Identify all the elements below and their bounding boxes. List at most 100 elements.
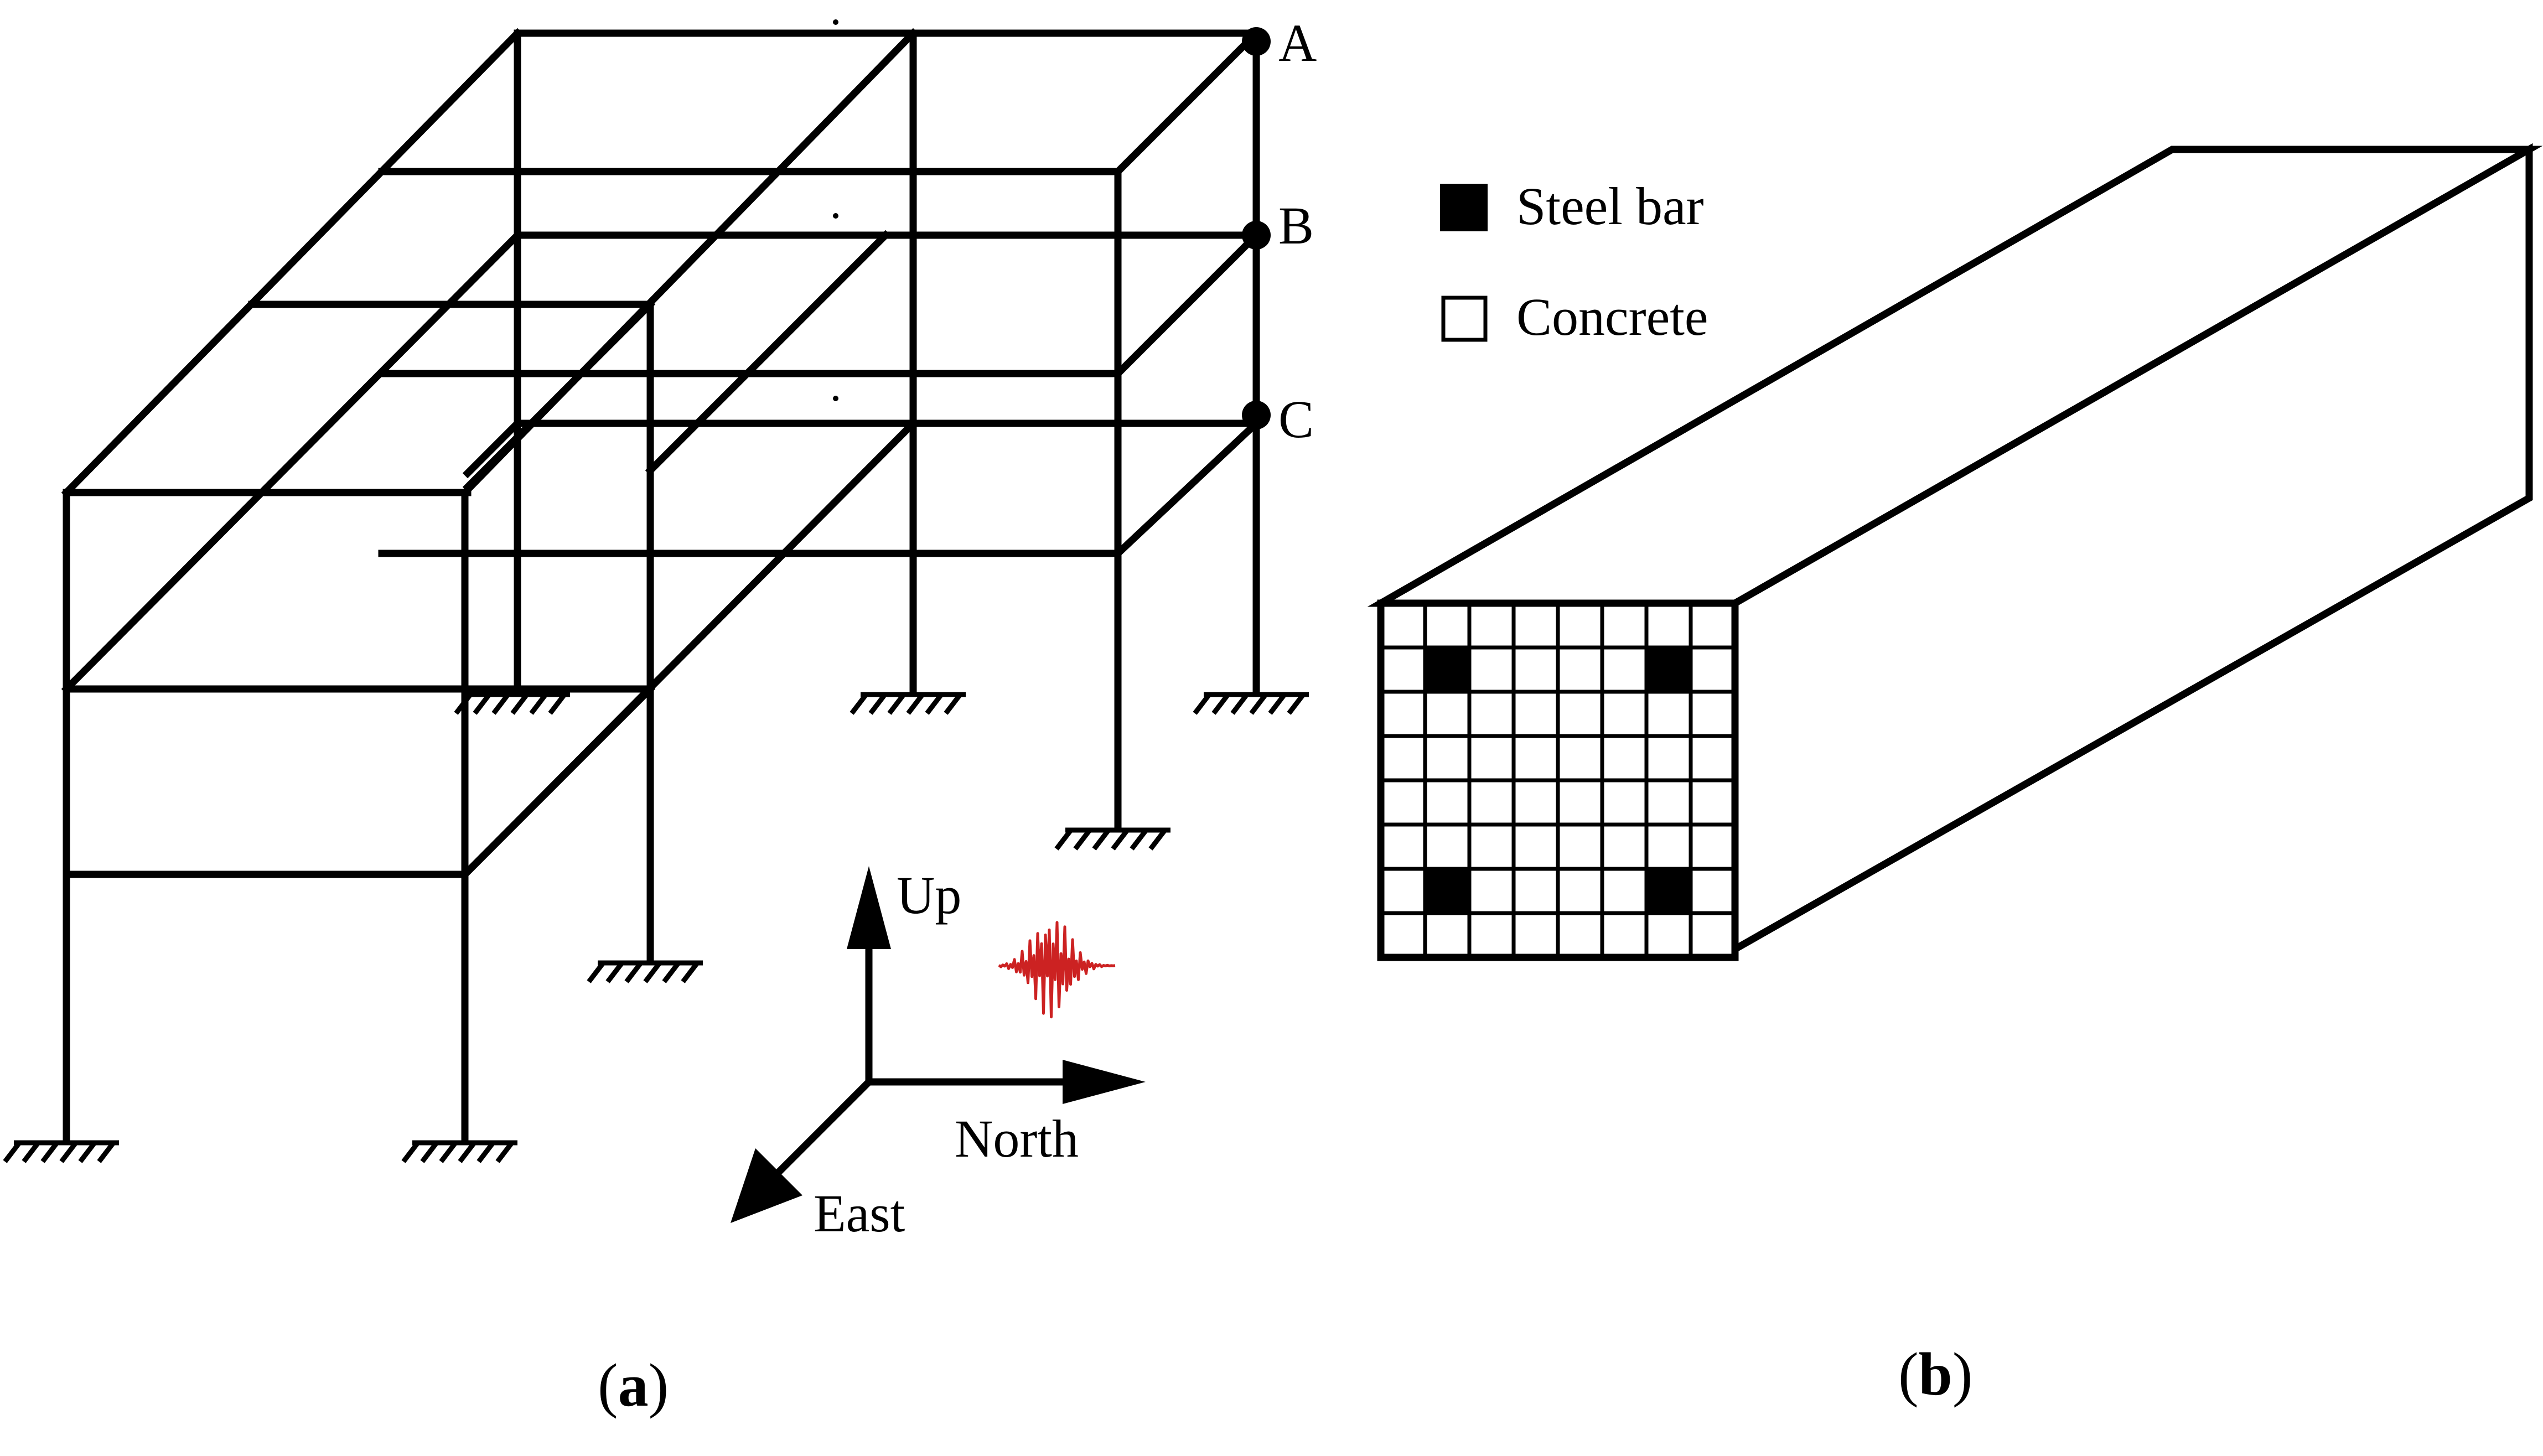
steel-fiber-cell [1423, 645, 1472, 694]
concrete-fiber-cell [1423, 734, 1472, 783]
concrete-fiber-cell [1600, 734, 1649, 783]
concrete-fiber-cell [1556, 690, 1604, 738]
support-hatch [454, 693, 473, 715]
support-hatch [624, 961, 643, 983]
fixed-support-symbol [850, 692, 966, 715]
support-hatch [97, 1141, 116, 1163]
concrete-fiber-cell [1511, 601, 1560, 650]
level-b-diagonal [645, 230, 891, 476]
caption-b: (b) [1898, 1340, 1972, 1408]
coordinate-axes [731, 866, 1146, 1223]
concrete-fiber-cell [1423, 822, 1472, 871]
support-hatch [477, 1141, 495, 1163]
concrete-fiber-cell [1689, 734, 1737, 783]
concrete-fiber-cell [1467, 601, 1516, 650]
support-hatch [1130, 828, 1148, 851]
concrete-fiber-cell [1600, 911, 1649, 960]
cross-section-border [1377, 599, 1739, 961]
concrete-fiber-cell [1467, 911, 1516, 960]
support-hatch [491, 693, 510, 715]
level-c-diagonal [459, 418, 919, 880]
reference-dot [833, 213, 838, 219]
support-hatch [1287, 693, 1306, 715]
fixed-support-symbol [1054, 827, 1170, 851]
caption-a-letter: a [618, 1351, 649, 1419]
point-c-label: C [1278, 390, 1314, 449]
reference-dot [833, 19, 838, 25]
east-axis-line [766, 1079, 872, 1184]
concrete-fiber-cell [1556, 867, 1604, 915]
concrete-fiber-cell [1379, 734, 1427, 783]
concrete-fiber-cell [1600, 645, 1649, 694]
concrete-fiber-cell [1379, 778, 1427, 827]
concrete-fiber-cell [1556, 645, 1604, 694]
reference-dot [833, 396, 838, 401]
roof-left-edge [61, 28, 523, 498]
fixed-support-symbol [401, 1140, 517, 1163]
support-hatch [3, 1141, 22, 1163]
concrete-fiber-cell [1556, 822, 1604, 871]
legend-steel-bar-label: Steel bar [1516, 177, 1704, 236]
fixed-supports [3, 692, 1309, 1163]
concrete-swatch [1441, 296, 1488, 342]
east-axis-label: East [814, 1184, 905, 1243]
concrete-fiber-cell [1689, 645, 1737, 694]
caption-a: (a) [598, 1351, 669, 1419]
legend-concrete-label: Concrete [1516, 287, 1708, 346]
support-hatch [473, 693, 491, 715]
support-hatch [495, 1141, 514, 1163]
steel-fiber-cell [1644, 867, 1693, 915]
concrete-fiber-cell [1644, 778, 1693, 827]
legend: Steel bar Concrete [1440, 177, 1708, 346]
support-hatch [681, 961, 700, 983]
support-hatch [22, 1141, 40, 1163]
support-hatch [906, 693, 925, 715]
support-hatch [40, 1141, 59, 1163]
support-hatch [643, 961, 662, 983]
support-hatch [850, 693, 868, 715]
concrete-fiber-cell [1556, 778, 1604, 827]
level-c-right-beam [1112, 418, 1262, 559]
fixed-support-symbol [454, 692, 570, 715]
support-hatch [529, 693, 548, 715]
caption-a-close: ) [649, 1351, 669, 1419]
steel-fiber-cell [1423, 867, 1472, 915]
concrete-fiber-cell [1689, 822, 1737, 871]
caption-b-letter: b [1919, 1340, 1952, 1408]
caption-a-open: ( [598, 1351, 618, 1419]
support-hatch [1211, 693, 1230, 715]
concrete-fiber-cell [1689, 601, 1737, 650]
support-hatch [1092, 828, 1111, 851]
concrete-fiber-cell [1423, 911, 1472, 960]
fixed-support-symbol [587, 960, 703, 983]
support-hatch [887, 693, 906, 715]
concrete-fiber-cell [1379, 690, 1427, 738]
support-hatch [944, 693, 962, 715]
caption-b-close: ) [1952, 1340, 1973, 1408]
point-b-marker [1242, 221, 1271, 250]
concrete-fiber-cell [1511, 911, 1560, 960]
support-hatch [1148, 828, 1167, 851]
cross-section-grid [1377, 599, 1739, 961]
support-hatch [1054, 828, 1073, 851]
point-a-marker [1242, 27, 1271, 56]
steel-bar-swatch [1440, 184, 1488, 231]
support-hatch [868, 693, 887, 715]
point-b-label: B [1278, 196, 1314, 255]
support-hatch [1073, 828, 1092, 851]
concrete-fiber-cell [1379, 822, 1427, 871]
concrete-fiber-cell [1600, 778, 1649, 827]
concrete-fiber-cell [1467, 867, 1516, 915]
support-hatch [548, 693, 567, 715]
concrete-fiber-cell [1423, 690, 1472, 738]
roof-right-beam [1112, 28, 1262, 177]
concrete-fiber-cell [1689, 911, 1737, 960]
support-hatch [1193, 693, 1211, 715]
level-b-right-beam [1112, 230, 1262, 379]
support-hatch [1230, 693, 1249, 715]
support-hatch [1249, 693, 1268, 715]
concrete-fiber-cell [1379, 645, 1427, 694]
concrete-fiber-cell [1423, 601, 1472, 650]
level-c-short-diagonal [462, 418, 523, 479]
